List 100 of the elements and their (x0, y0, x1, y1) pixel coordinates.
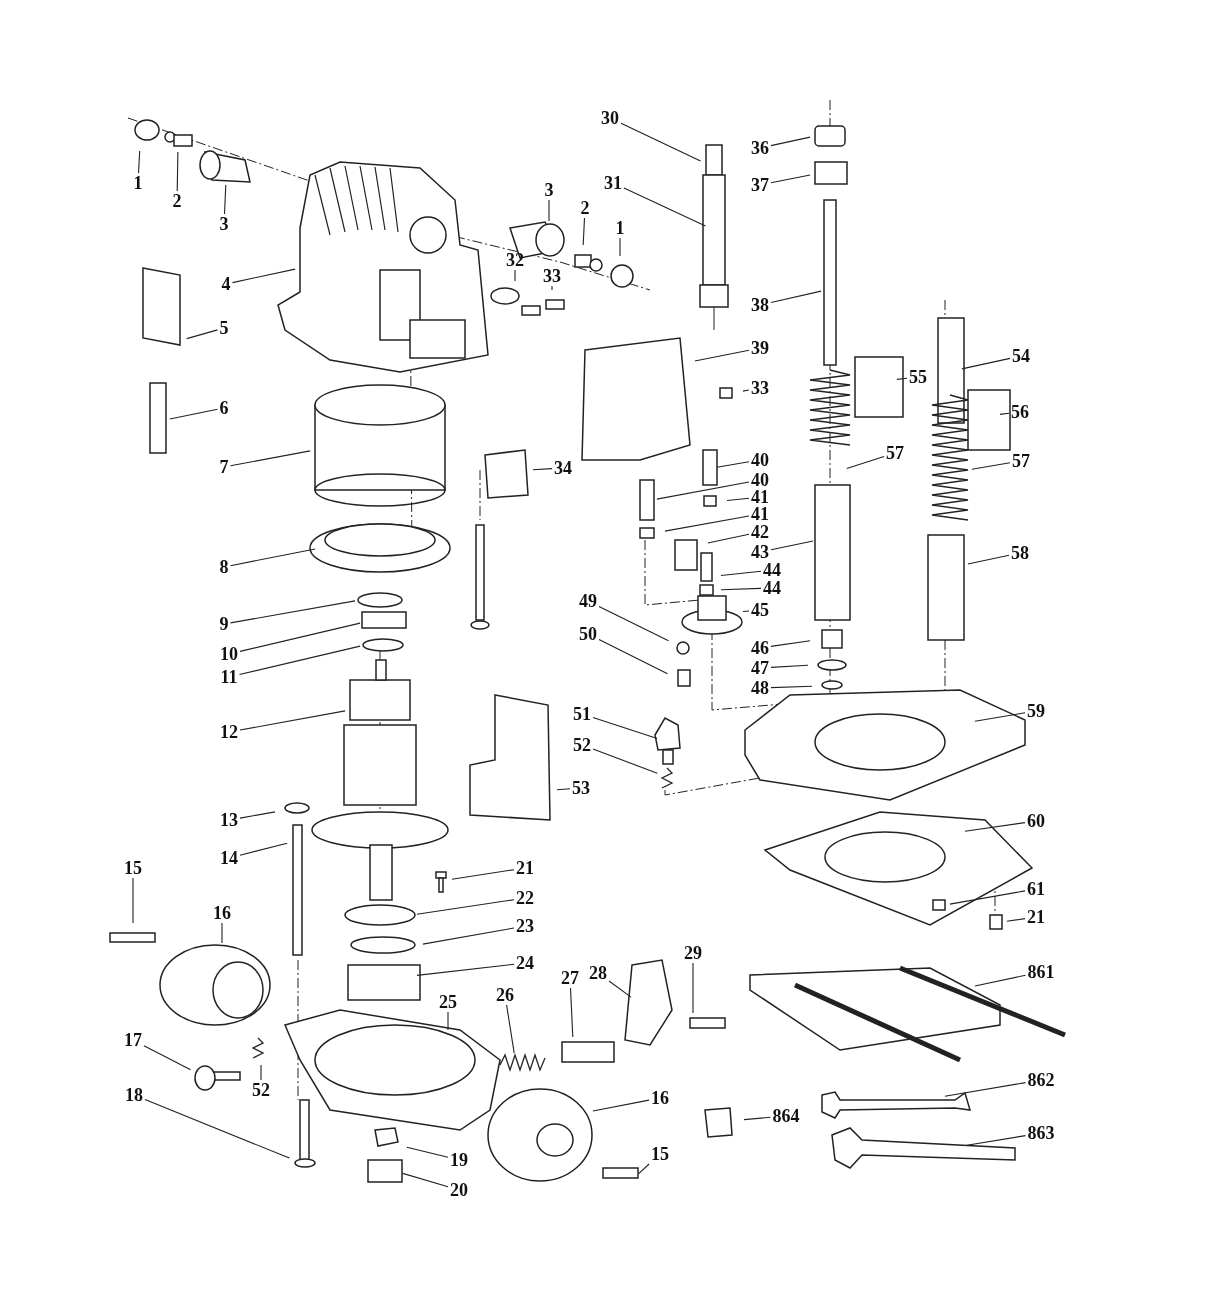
leader-line (770, 664, 809, 668)
leader-line (598, 638, 669, 675)
leader-line (692, 962, 694, 1014)
callout-number: 38 (751, 296, 769, 314)
callout-number: 27 (561, 969, 579, 987)
leader-line (961, 357, 1011, 370)
callout-number: 60 (1027, 812, 1045, 830)
callout-number: 59 (1027, 702, 1045, 720)
callout-number: 37 (751, 176, 769, 194)
leader-line (402, 1172, 449, 1188)
callout-number: 52 (252, 1081, 270, 1099)
callout-number: 50 (579, 625, 597, 643)
callout-number: 3 (544, 181, 554, 199)
callout-number: 34 (554, 459, 572, 477)
callout-number: 56 (1011, 403, 1029, 421)
callout-number: 39 (751, 339, 769, 357)
leader-line (239, 842, 288, 856)
callout-number: 22 (516, 889, 534, 907)
leader-line (532, 468, 553, 471)
leader-line (694, 349, 750, 362)
callout-number: 33 (751, 379, 769, 397)
leader-line (592, 748, 658, 774)
leader-line (949, 890, 1026, 905)
leader-line (656, 481, 750, 500)
leader-line (186, 329, 219, 340)
leader-line (1006, 918, 1026, 922)
leader-line (598, 605, 670, 642)
leader-line (239, 622, 361, 652)
callout-number: 55 (909, 368, 927, 386)
callout-number: 863 (1027, 1124, 1055, 1142)
callout-number: 10 (220, 645, 238, 663)
callout-number: 44 (763, 561, 781, 579)
leader-line (620, 122, 702, 162)
leader-line (447, 1011, 449, 1031)
leader-line (451, 869, 515, 880)
callout-number: 11 (220, 668, 238, 686)
callout-number: 42 (751, 523, 769, 541)
callout-number: 4 (221, 275, 231, 293)
leader-line (416, 963, 515, 976)
leader-line (974, 974, 1027, 987)
leader-line (132, 877, 134, 924)
leader-line (742, 389, 750, 392)
leader-line (726, 497, 750, 502)
callout-number: 19 (450, 1151, 468, 1169)
leader-line (556, 788, 571, 791)
callout-number: 48 (751, 679, 769, 697)
leader-line (223, 184, 227, 215)
callout-number: 25 (439, 993, 457, 1011)
leader-line (999, 412, 1010, 415)
leader-line (770, 290, 822, 304)
leader-line (229, 548, 316, 567)
leader-line (967, 554, 1010, 565)
callout-number: 44 (763, 579, 781, 597)
leader-line (743, 1116, 772, 1121)
callout-number: 32 (506, 251, 524, 269)
callout-number: 26 (496, 986, 514, 1004)
callout-number: 51 (573, 705, 591, 723)
callout-number: 864 (772, 1107, 800, 1125)
leader-line (260, 1064, 262, 1081)
callout-number: 40 (751, 451, 769, 469)
callout-number: 6 (219, 399, 229, 417)
leader-line (638, 1163, 650, 1175)
callout-number: 2 (580, 199, 590, 217)
leader-line (551, 285, 553, 291)
leader-line (974, 712, 1026, 722)
callout-number: 9 (219, 615, 229, 633)
leader-line (770, 136, 811, 147)
leader-line (514, 269, 516, 282)
leader-line (592, 1099, 650, 1112)
callout-number: 15 (124, 859, 142, 877)
leader-line (707, 533, 750, 544)
leader-line (742, 610, 750, 613)
leader-line (416, 899, 515, 915)
callout-number: 18 (125, 1086, 143, 1104)
callout-number: 61 (1027, 880, 1045, 898)
callout-number: 41 (751, 488, 769, 506)
callout-number: 58 (1011, 544, 1029, 562)
callout-number: 45 (751, 601, 769, 619)
callout-number: 36 (751, 139, 769, 157)
callout-number: 52 (573, 736, 591, 754)
callout-number: 29 (684, 944, 702, 962)
leader-line (422, 927, 515, 945)
callout-number: 31 (604, 174, 622, 192)
callout-number: 16 (213, 904, 231, 922)
callout-number: 3 (219, 215, 229, 233)
callout-number: 53 (572, 779, 590, 797)
leader-line (582, 217, 586, 246)
leader-line (770, 174, 811, 184)
leader-line (966, 1135, 1027, 1146)
leader-line (506, 1004, 515, 1054)
callout-number: 49 (579, 592, 597, 610)
leader-line (143, 1045, 192, 1071)
leader-line (720, 570, 762, 577)
callout-number: 862 (1027, 1071, 1055, 1089)
leader-line (229, 600, 356, 624)
callout-number: 21 (1027, 908, 1045, 926)
callout-number: 30 (601, 109, 619, 127)
leader-line (716, 461, 750, 468)
callout-number: 57 (886, 444, 904, 462)
leader-line (144, 1098, 290, 1159)
